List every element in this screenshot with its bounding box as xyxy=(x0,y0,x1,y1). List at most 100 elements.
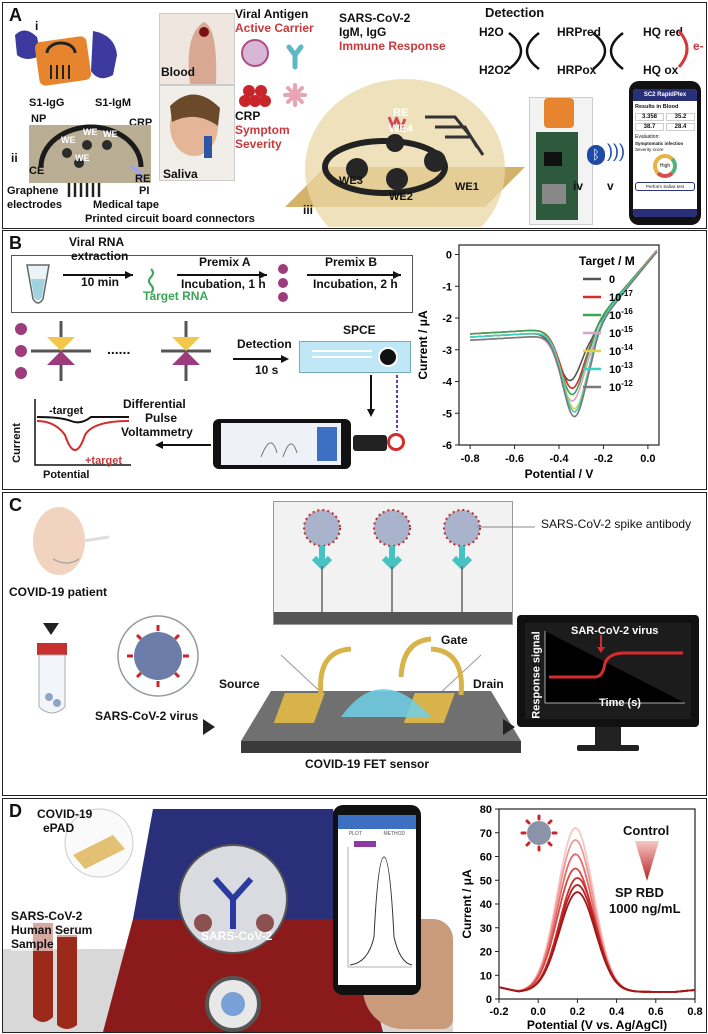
y-tick-label: 40 xyxy=(480,899,492,911)
label-igm-igg: IgM, IgG xyxy=(339,25,387,39)
label-detection-a: Detection xyxy=(485,5,545,20)
bluetooth-icon: ᛒ xyxy=(587,145,605,165)
dpv-schematic xyxy=(34,399,131,466)
y-tick-label: 80 xyxy=(480,804,492,816)
label-ce: CE xyxy=(29,165,45,177)
legend-label: 10-17 xyxy=(609,289,633,304)
panel-c-label: C xyxy=(9,495,22,515)
sub-label-i: i xyxy=(35,19,39,33)
label-h2o2: H2O2 xyxy=(479,63,511,77)
label-we3: WE3 xyxy=(339,175,363,187)
sensor-patch-photo: i xyxy=(7,19,127,93)
label-response-signal: Response signal xyxy=(530,631,543,719)
label-severity: Severity xyxy=(235,137,282,151)
virus-zoom xyxy=(117,615,199,697)
sample-tube xyxy=(37,643,67,714)
sub-label-iii: iii xyxy=(303,203,314,217)
label-plus-target: +target xyxy=(85,455,122,467)
label-dots: ...... xyxy=(107,341,131,357)
y-tick-label: 10 xyxy=(480,970,492,982)
label-h2o: H2O xyxy=(479,25,504,39)
label-virus-c: SARS-CoV-2 virus xyxy=(95,709,199,723)
label-saliva: Saliva xyxy=(163,167,198,181)
label-re: RE xyxy=(135,173,151,185)
x-tick-label: 0.0 xyxy=(640,453,655,465)
label-antibody: SARS-CoV-2 spike antibody xyxy=(541,517,692,531)
label-symptom: Symptom xyxy=(235,123,290,137)
label-np: NP xyxy=(31,113,47,125)
label-epad-1: COVID-19 xyxy=(37,807,93,821)
y-tick-label: -1 xyxy=(442,281,452,293)
label-we-4: WE xyxy=(75,153,90,163)
panel-a-label: A xyxy=(9,5,22,25)
tab-method[interactable]: METHOD xyxy=(383,831,406,837)
tab-plot[interactable]: PLOT xyxy=(348,831,362,837)
sub-label-v: v xyxy=(607,179,614,193)
label-10s: 10 s xyxy=(255,363,279,377)
detection-arrow xyxy=(233,355,289,363)
label-conc: 1000 ng/mL xyxy=(609,901,681,916)
fet-sensor-illustration xyxy=(241,636,521,753)
label-electrodes: electrodes xyxy=(7,199,63,211)
redox-arrows xyxy=(508,30,689,70)
label-source: Source xyxy=(219,677,260,691)
y-tick-label: 20 xyxy=(480,947,492,959)
x-tick-label: -0.2 xyxy=(490,1006,509,1018)
series-line xyxy=(470,251,658,418)
workflow-box xyxy=(11,255,413,313)
saliva-photo xyxy=(159,85,235,181)
label-active-carrier: Active Carrier xyxy=(235,21,314,35)
label-sars-a: SARS-CoV-2 xyxy=(339,11,411,25)
x-tick-label: -0.2 xyxy=(594,453,613,465)
panel-a: A i S1-IgG S1-IgM NP CRP xyxy=(2,2,707,229)
antibody-inset xyxy=(273,501,513,625)
label-extraction: extraction xyxy=(71,249,129,263)
legend-label: 10-14 xyxy=(609,343,633,358)
monitor xyxy=(517,615,699,755)
label-hrp-red: HRPred xyxy=(557,25,602,39)
label-fet-sensor: COVID-19 FET sensor xyxy=(305,757,430,771)
virus-icon xyxy=(520,814,558,852)
label-dpv-2: Pulse xyxy=(145,411,178,425)
spce-connection xyxy=(367,375,398,431)
label-10min: 10 min xyxy=(81,275,120,289)
label-pi: PI xyxy=(139,185,150,197)
y-tick-label: -2 xyxy=(442,313,452,325)
y-tick-label: 70 xyxy=(480,828,492,840)
label-sp-rbd: SP RBD xyxy=(615,885,664,900)
label-pcb: Printed circuit board connectors xyxy=(85,213,255,225)
label-target-rna: Target RNA xyxy=(143,289,209,303)
y-tick-label: -3 xyxy=(442,345,452,357)
phone-app: SC2 RapidPlex Results in Blood 3.358 35.… xyxy=(629,81,701,225)
x-tick-label: 0.2 xyxy=(570,1006,585,1018)
electrode-svg xyxy=(29,124,151,197)
series-line xyxy=(498,853,696,993)
label-time: Time (s) xyxy=(599,697,641,709)
label-viral-antigen: Viral Antigen xyxy=(235,7,309,21)
label-graphene: Graphene xyxy=(7,185,59,197)
legend-title: Target / M xyxy=(579,254,635,268)
y-tick-label: 0 xyxy=(486,994,492,1006)
label-electron: e- xyxy=(693,39,704,53)
series-line xyxy=(498,891,696,993)
label-spce: SPCE xyxy=(343,323,376,337)
app-results-title: Results in Blood xyxy=(635,104,679,110)
result-value-1: 3.358 xyxy=(635,113,664,121)
panel-d: D COVID-19 ePAD SARS-CoV-2 Human Serum S… xyxy=(2,798,707,1033)
label-potential-mini: Potential xyxy=(43,469,90,481)
legend-label: 10-12 xyxy=(609,379,633,394)
saliva-test-button[interactable]: Perform Saliva test xyxy=(635,182,695,191)
severity-value: High xyxy=(659,163,671,169)
x-tick-label: 0.0 xyxy=(531,1006,546,1018)
biomarker-icons xyxy=(239,39,307,107)
panel-c: C COVID-19 patient SARS-CoV-2 virus xyxy=(2,492,707,796)
app-evaluation: Evaluation: xyxy=(635,134,660,140)
y-tick-label: -4 xyxy=(442,377,453,389)
panel-b-label: B xyxy=(9,233,22,253)
label-sample-2: Human Serum xyxy=(11,923,93,937)
label-s1-igg: S1-IgG xyxy=(29,97,65,109)
legend-label: 10-15 xyxy=(609,325,633,340)
label-dpv-1: Differential xyxy=(123,397,186,411)
right-arrow-1 xyxy=(203,719,215,735)
